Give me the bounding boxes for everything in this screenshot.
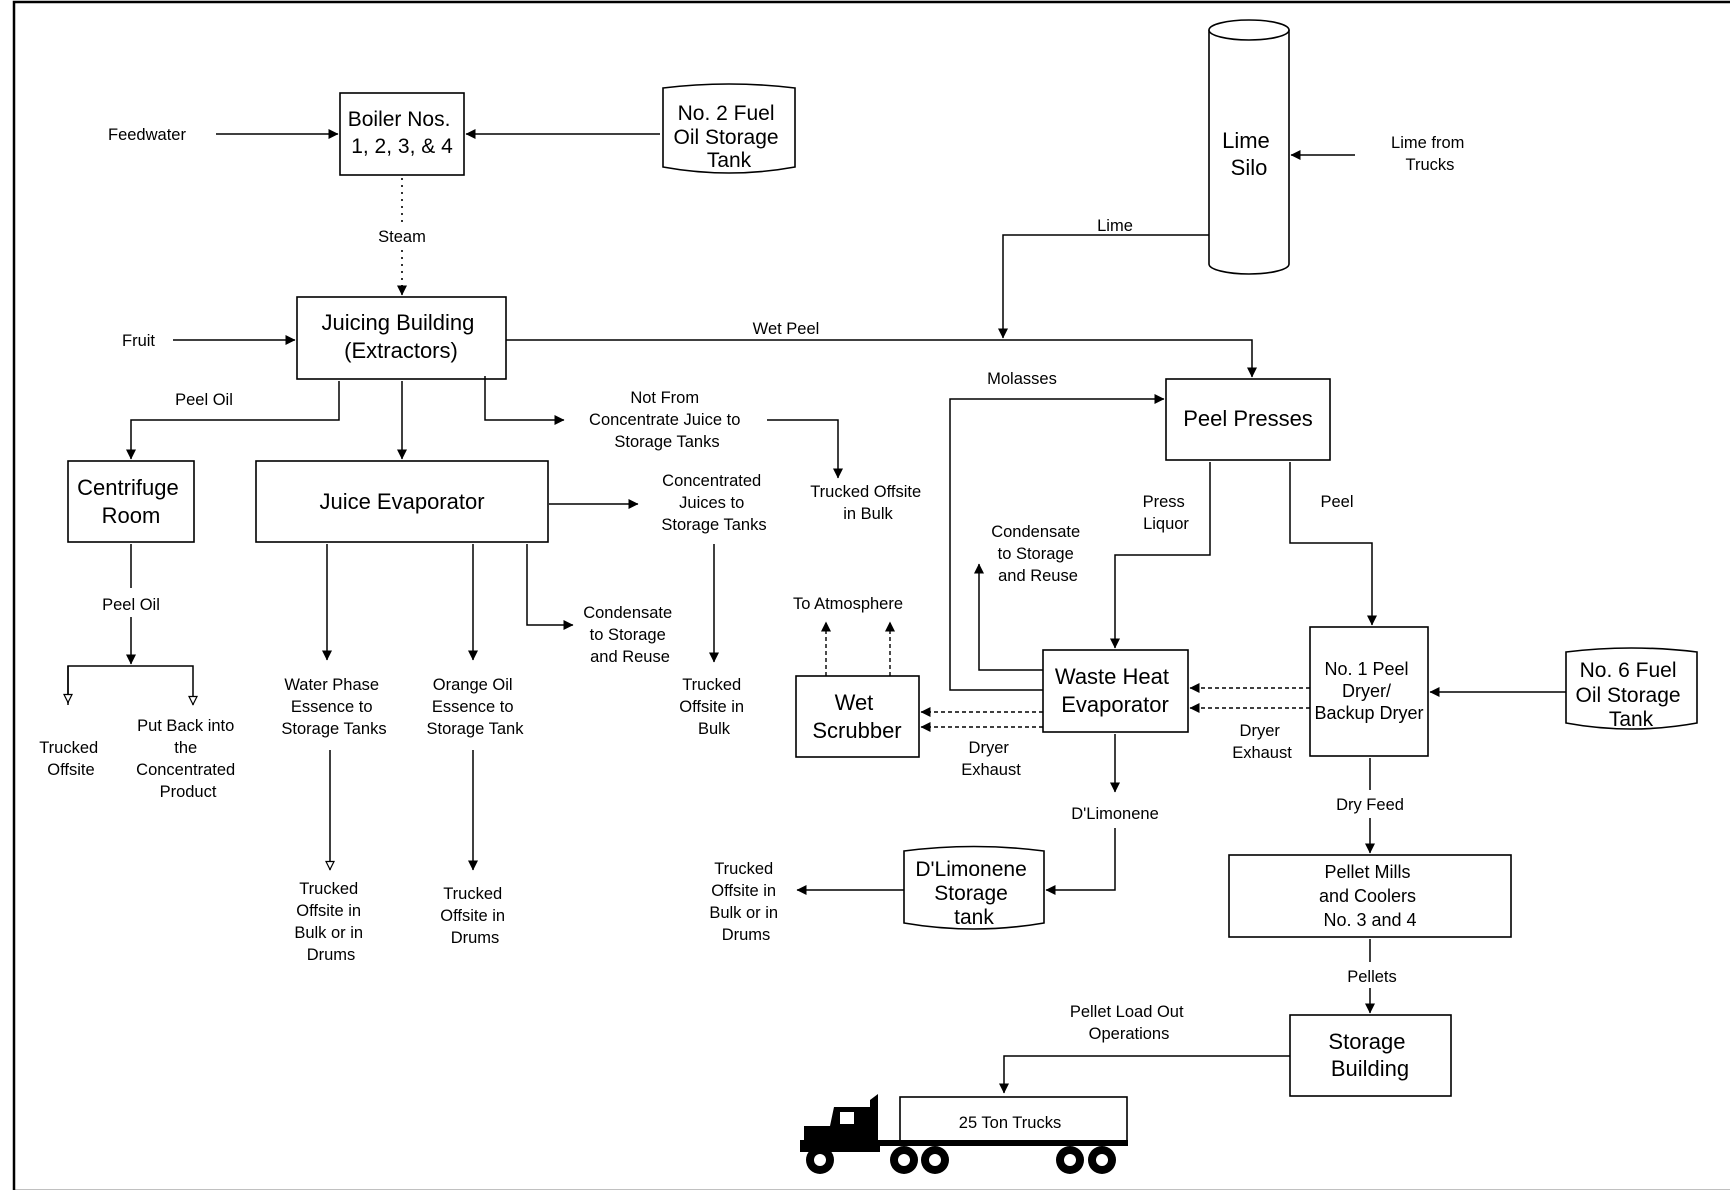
condensate-label-1: Condensate to Storage and Reuse [583,604,677,666]
dryer-exhaust-label-2: Dryer Exhaust [1232,722,1292,762]
wet-peel-label: Wet Peel [753,320,820,338]
feedwater-label: Feedwater [108,126,186,144]
dry-feed-label: Dry Feed [1336,796,1404,814]
truck-icon: 25 Ton Trucks [800,1094,1128,1174]
peel-label: Peel [1320,493,1353,511]
to-atmosphere-label: To Atmosphere [793,595,903,613]
d-limonene-label: D'Limonene [1071,805,1159,823]
flow-arrows [68,129,1566,1094]
svg-text:No. 6 Fuel Oil Storage: No. 6 Fuel Oil Storage Tank [1576,659,1687,731]
svg-text:25 Ton Trucks: 25 Ton Trucks [959,1114,1061,1132]
trucked-drums-label: Trucked Offsite in Drums [440,885,509,947]
concentrated-juices-label: Concentrated Juices to Storage Tanks [661,472,766,534]
orange-oil-label: Orange Oil Essence to Storage Tank [427,676,525,738]
storage-building-box [1289,1014,1452,1097]
fruit-label: Fruit [122,332,155,350]
trucked-offsite-bulk-label-1: Trucked Offsite in Bulk [810,483,926,523]
svg-text:D'Limonene Storage: D'Limonene Storage tank [915,858,1032,929]
water-phase-label: Water Phase Essence to Storage Tanks [281,676,386,738]
peel-oil-label-1: Peel Oil [175,391,233,409]
trucked-offsite-label: Trucked Offsite [39,739,103,779]
dryer-exhaust-label-1: Dryer Exhaust [961,739,1021,779]
pellet-mills-box [1228,854,1512,938]
storage-building-label: Storage Building [1328,1029,1411,1081]
boiler-label: Boiler Nos. 1, 2, 3, & 4 [348,108,457,158]
wet-scrubber-box [795,675,920,758]
d-limonene-storage-tank: D'Limonene Storage tank [903,845,1045,930]
pellet-load-out-label: Pellet Load Out Operations [1070,1003,1188,1043]
pellets-label: Pellets [1347,968,1397,986]
waste-heat-evaporator-label: Waste Heat Evaporator [1055,664,1175,717]
flow-labels: Feedwater Steam Lime from Trucks Lime Fr… [39,126,1469,1043]
trucked-bulk-drums-label-2: Trucked Offsite in Bulk or in Drums [709,860,782,944]
lime-from-trucks-label: Lime from Trucks [1391,134,1469,174]
lime-label: Lime [1097,217,1133,235]
juicing-building-box [296,296,507,380]
fuel-oil-tank-6: No. 6 Fuel Oil Storage Tank [1565,647,1698,731]
peel-presses-label: Peel Presses [1183,406,1313,431]
steam-label: Steam [378,228,426,246]
lime-silo: Lime Silo [1208,19,1290,275]
nfc-juice-label: Not From Concentrate Juice to Storage Ta… [589,389,745,451]
juice-evaporator-label: Juice Evaporator [319,489,484,514]
peel-oil-label-2: Peel Oil [102,596,160,614]
peel-dryer-box [1309,626,1429,757]
svg-text:Lime Silo: Lime Silo [1222,128,1276,180]
trucked-offsite-bulk-label-2: Trucked Offsite in Bulk [679,676,748,738]
press-liquor-label: Press Liquor [1143,493,1190,533]
boiler-box [339,92,465,176]
centrifuge-room-label: Centrifuge Room [77,475,185,528]
juice-evaporator-box [255,460,549,543]
centrifuge-room-box [67,460,195,543]
condensate-label-2: Condensate to Storage and Reuse [991,523,1085,585]
juicing-building-label: Juicing Building (Extractors) [322,310,481,363]
waste-heat-evaporator-box [1042,649,1189,733]
fuel-oil-tank-2: No. 2 Fuel Oil Storage Tank [662,83,796,174]
wet-scrubber-label: Wet Scrubber [812,690,901,743]
svg-text:No. 2 Fuel Oil Storage: No. 2 Fuel Oil Storage Tank [674,102,785,172]
trucked-bulk-drums-label-1: Trucked Offsite in Bulk or in Drums [294,880,367,964]
peel-presses-box [1165,378,1331,461]
put-back-label: Put Back into the Concentrated Product [136,717,240,801]
peel-dryer-label: No. 1 Peel Dryer/ Backup Dryer [1314,659,1423,723]
diagram-frame [12,0,1730,1190]
pellet-mills-label: Pellet Mills and Coolers No. 3 and 4 [1319,862,1421,930]
molasses-label: Molasses [987,370,1057,388]
